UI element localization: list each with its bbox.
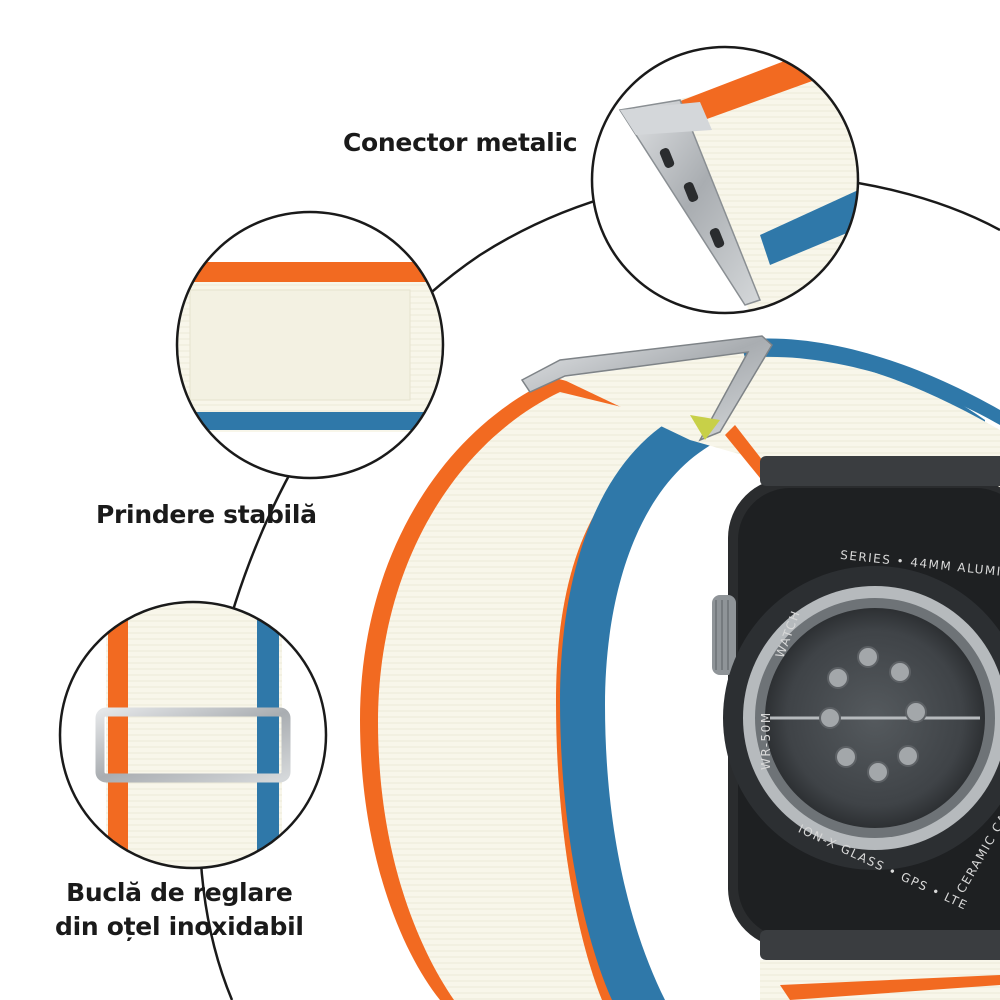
- buckle-label-line1: Buclă de reglare: [66, 878, 293, 907]
- connector-zoom: [590, 45, 860, 315]
- engraving-left: WR-50M: [759, 711, 773, 770]
- main-buckle: [520, 335, 773, 442]
- buckle-label-line2: din oțel inoxidabil: [55, 912, 304, 941]
- connector-label: Conector metalic: [343, 128, 578, 157]
- clasp-zoom: [175, 210, 445, 480]
- clasp-label: Prindere stabilă: [96, 500, 317, 529]
- buckle-zoom: [58, 600, 328, 870]
- watch-body: SERIES • 44MM ALUMINUM WATCH WR-50M CERA…: [712, 456, 1000, 960]
- main-strap: [360, 338, 1000, 1000]
- buckle-label: Buclă de reglare din oțel inoxidabil: [55, 876, 304, 944]
